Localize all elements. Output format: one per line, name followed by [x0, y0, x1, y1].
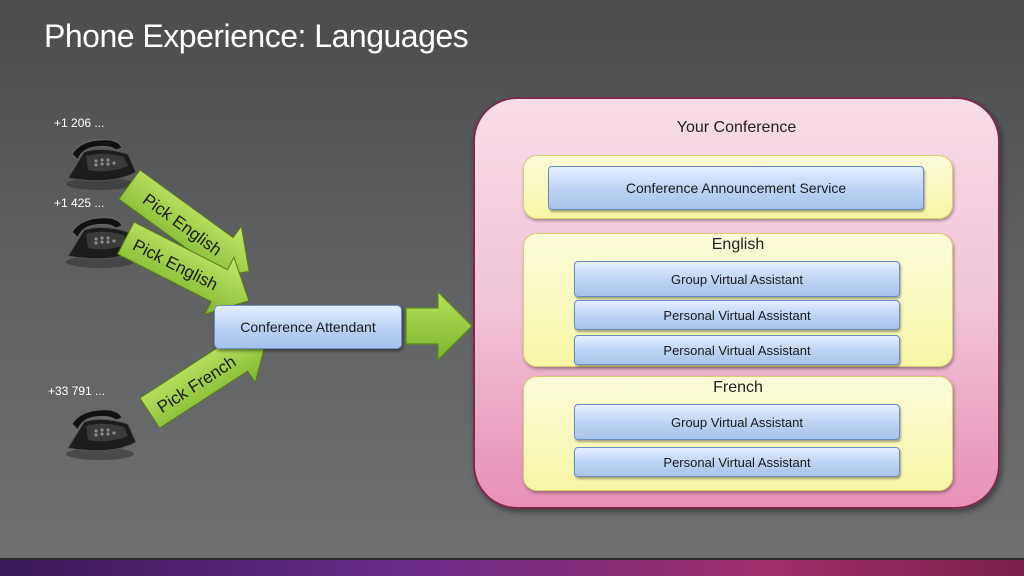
desk-phone-icon: [66, 139, 137, 190]
forward-arrow-icon: [405, 290, 473, 362]
desk-phone-icon: [66, 409, 137, 460]
announcement-service-box: Conference Announcement Service: [548, 166, 924, 210]
page-title: Phone Experience: Languages: [44, 18, 469, 54]
conference-title: Your Conference: [676, 119, 797, 136]
french-language-group: French Group Virtual Assistant Personal …: [523, 376, 953, 491]
conference-attendant-box: Conference Attendant: [214, 305, 402, 349]
phone-number-1: +1 206 ...: [54, 116, 105, 130]
phone-number-3: +33 791 ...: [48, 384, 106, 398]
english-language-group: English Group Virtual Assistant Personal…: [523, 233, 953, 367]
english-assistant-3: Personal Virtual Assistant: [574, 335, 900, 365]
french-assistant-2: Personal Virtual Assistant: [574, 447, 900, 477]
french-assistant-1: Group Virtual Assistant: [574, 404, 900, 440]
announcement-group: Conference Announcement Service: [523, 155, 953, 219]
phone-number-2: +1 425 ...: [54, 196, 105, 210]
footer-divider: [0, 558, 1024, 560]
footer-accent-bar: [0, 560, 1024, 576]
french-language-title: French: [713, 379, 763, 396]
conference-container: Your Conference Conference Announcement …: [473, 97, 1000, 509]
english-assistant-2: Personal Virtual Assistant: [574, 300, 900, 330]
english-language-title: English: [711, 236, 765, 253]
english-assistant-1: Group Virtual Assistant: [574, 261, 900, 297]
